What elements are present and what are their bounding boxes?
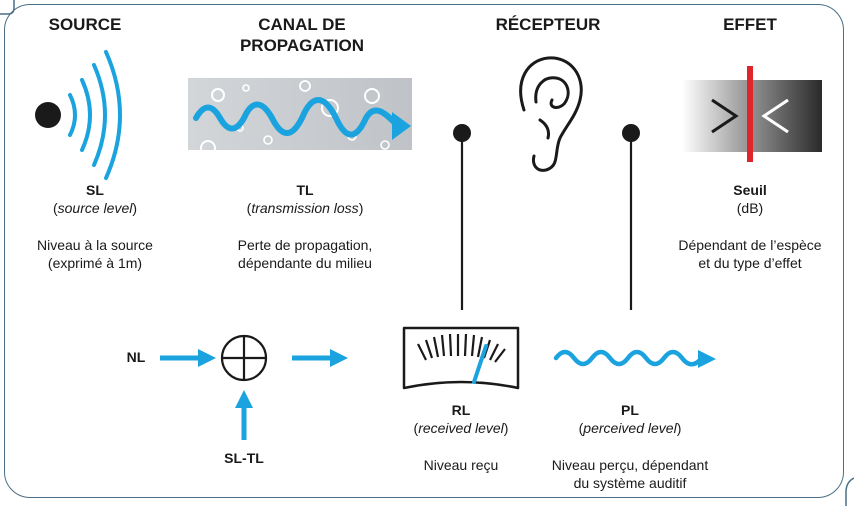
source-desc-line2: (exprimé à 1m) — [47, 255, 143, 271]
source-desc-line1: Niveau à la source — [37, 237, 153, 253]
ear-icon — [519, 56, 583, 172]
pl-term-text: perceived level — [583, 420, 677, 436]
rl-abbr: RL — [451, 402, 471, 418]
corner-tab-bottom-right — [845, 477, 854, 506]
tl-term: (transmission loss) — [246, 200, 364, 216]
tl-abbr: TL — [296, 182, 314, 198]
source-abbr: SL — [86, 182, 104, 198]
level-meter-icon — [402, 326, 520, 390]
threshold-gradient-icon — [682, 66, 822, 162]
input-arrow-up — [235, 390, 253, 440]
tl-term-text: transmission loss — [251, 200, 359, 216]
header-source: SOURCE — [48, 15, 122, 34]
effect-abbr: Seuil — [733, 182, 767, 198]
rl-desc: Niveau reçu — [423, 457, 499, 473]
noise-arrow — [160, 349, 216, 367]
pl-desc-line2: du système auditif — [573, 475, 687, 491]
pl-desc-line1: Niveau perçu, dépendant — [551, 457, 709, 473]
pl-term: (perceived level) — [578, 420, 682, 436]
effect-desc-line1: Dépendant de l’espèce — [678, 237, 822, 253]
perceived-wave-icon — [553, 349, 716, 368]
receptor-stem-received — [453, 124, 471, 310]
input-label: SL-TL — [224, 450, 264, 466]
effect-unit: (dB) — [736, 200, 764, 216]
header-recepteur: RÉCEPTEUR — [495, 15, 601, 34]
noise-label: NL — [126, 349, 146, 365]
source-term: (source level) — [52, 200, 138, 216]
corner-tab-top-left — [0, 0, 15, 15]
header-canal-line2: PROPAGATION — [239, 36, 365, 55]
rl-term: (received level) — [413, 420, 509, 436]
sound-source-icon — [35, 50, 122, 180]
pl-abbr: PL — [621, 402, 639, 418]
water-medium-icon — [188, 78, 412, 156]
rl-term-text: received level — [418, 420, 504, 436]
tl-desc-line2: dépendante du milieu — [238, 255, 372, 271]
receptor-stem-perceived — [622, 124, 640, 310]
header-effet: EFFET — [723, 15, 777, 34]
source-term-text: source level — [57, 200, 133, 216]
effect-desc-line2: et du type d’effet — [698, 255, 802, 271]
header-canal-line1: CANAL DE — [258, 15, 346, 34]
summing-junction-icon — [220, 334, 268, 382]
output-arrow — [292, 349, 348, 367]
tl-desc-line1: Perte de propagation, — [237, 237, 373, 253]
